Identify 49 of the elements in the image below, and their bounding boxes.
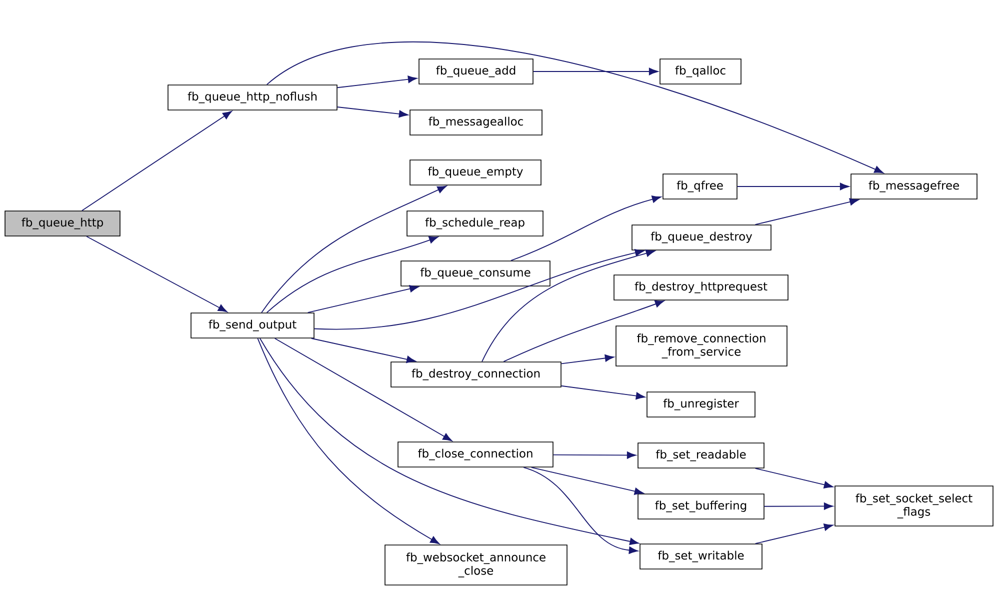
function-box: fb_messagefree <box>850 174 978 200</box>
arrow <box>560 385 646 400</box>
function-box: fb_close_connection <box>398 442 554 468</box>
arrow <box>310 338 416 363</box>
arrow <box>259 338 639 546</box>
arrow <box>307 285 419 314</box>
function-box: fb_queue_http_noflush <box>168 84 338 110</box>
function-box: fb_send_output <box>190 312 314 338</box>
function-box: fb_schedule_reap <box>406 210 544 236</box>
arrow <box>764 502 834 510</box>
arrow <box>257 338 440 544</box>
arrow <box>532 68 658 76</box>
arrow <box>523 466 638 554</box>
function-box: fb_websocket_announce _close <box>384 544 568 586</box>
arrow <box>482 250 656 362</box>
arrow <box>754 524 834 544</box>
function-box: fb_queue_empty <box>410 160 542 186</box>
function-box: fb_destroy_httprequest <box>614 274 788 300</box>
arrow <box>754 468 834 488</box>
function-box: fb_set_readable <box>638 442 764 468</box>
arrow <box>560 354 614 364</box>
arrow <box>314 249 644 330</box>
arrow <box>266 236 438 314</box>
function-box: fb_queue_add <box>418 58 534 84</box>
arrow <box>530 466 644 495</box>
arrow <box>552 452 636 459</box>
arrow <box>736 182 850 190</box>
arrow <box>266 42 884 174</box>
arrow <box>81 110 232 212</box>
arrow <box>336 106 408 118</box>
function-box: fb_messagealloc <box>410 110 542 136</box>
arrow <box>754 198 859 226</box>
function-box: fb_unregister <box>646 392 756 418</box>
function-box: fb_queue_http <box>4 210 120 236</box>
function-box: fb_set_buffering <box>638 494 764 520</box>
arrow <box>261 186 447 314</box>
function-box: fb_destroy_connection <box>390 362 562 388</box>
arrow <box>86 236 228 312</box>
function-box: fb_qalloc <box>660 58 742 84</box>
arrow <box>336 76 418 88</box>
function-box: fb_set_writable <box>640 544 762 570</box>
function-box: fb_qfree <box>662 174 738 200</box>
function-box: fb_queue_destroy <box>632 224 772 250</box>
function-box: fb_queue_consume <box>400 260 550 286</box>
function-box: fb_set_socket_select _flags <box>834 486 994 526</box>
arrow <box>510 196 662 262</box>
arrow <box>503 300 664 362</box>
function-box: fb_remove_connection _from_service <box>616 326 788 366</box>
arrow <box>274 338 452 442</box>
